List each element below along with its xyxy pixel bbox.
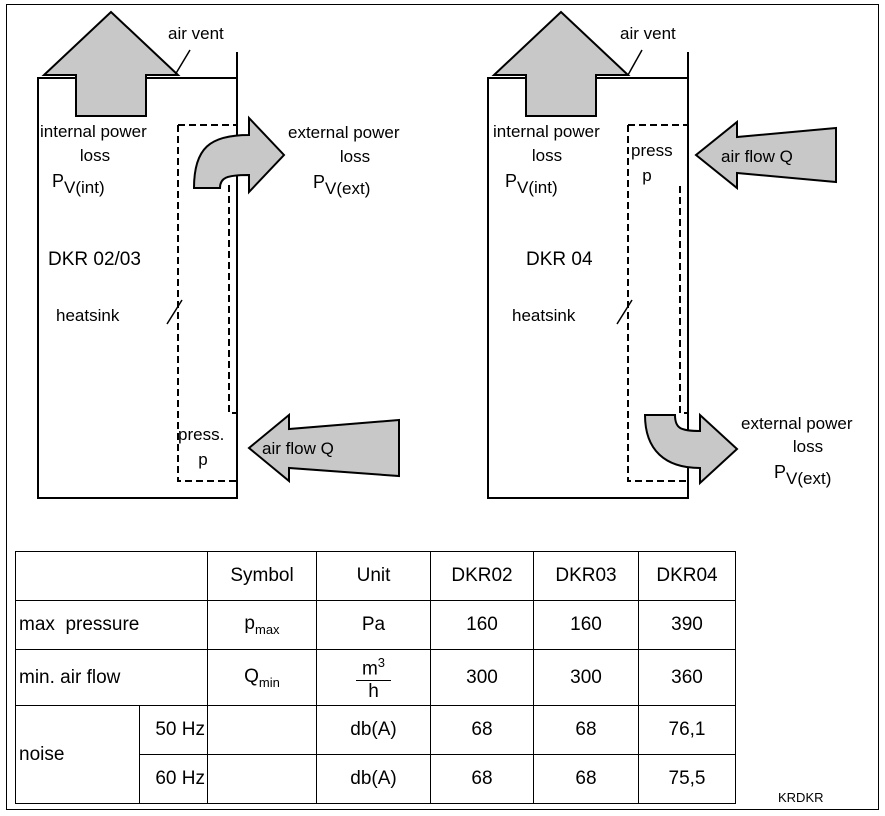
- right-air-vent-label: air vent: [620, 24, 676, 43]
- table-row-noise-50: noise 50 Hz db(A) 68 68 76,1: [15, 705, 736, 804]
- spec-table: Symbol Unit DKR02 DKR03 DKR04 max pressu…: [15, 551, 736, 804]
- right-internal-loss-line1: internal power: [493, 122, 600, 141]
- table-header-cell: [15, 551, 208, 601]
- left-press-line1: press.: [178, 425, 224, 444]
- row-label: noise: [15, 705, 140, 804]
- symbol-main: Q: [244, 665, 259, 687]
- row-label: max pressure: [15, 600, 208, 650]
- left-airflow-arrow: [247, 412, 400, 484]
- symbol-cell: pmax: [207, 600, 317, 650]
- right-heatsink-channel: [627, 124, 688, 482]
- table-row-noise-60: 60 Hz db(A) 68 68 75,5: [16, 754, 736, 804]
- table-header-cell: Symbol: [207, 551, 317, 601]
- right-airflow-label: air flow Q: [721, 147, 793, 166]
- right-internal-loss-symbol: PV(int): [505, 171, 558, 197]
- symbol-sub: min: [258, 674, 280, 690]
- value-cell: 390: [638, 600, 736, 650]
- value-cell: 160: [533, 600, 639, 650]
- right-heatsink-label: heatsink: [512, 306, 576, 325]
- right-cabinet-outline: [487, 52, 689, 499]
- left-heatsink-label: heatsink: [56, 306, 120, 325]
- left-internal-loss-symbol: PV(int): [52, 171, 105, 197]
- figure-frame: [6, 4, 879, 810]
- symbol-cell: [207, 754, 317, 804]
- left-exhaust-arrow: [192, 115, 286, 195]
- value-cell: 68: [533, 754, 639, 804]
- right-vent-arrow: [491, 10, 631, 117]
- value-cell: 160: [430, 600, 534, 650]
- right-internal-loss-sub: V(int): [517, 178, 558, 197]
- left-external-loss-symbol: PV(ext): [313, 172, 370, 198]
- left-heatsink-channel: [177, 124, 237, 482]
- unit-num-sup: 3: [377, 654, 386, 670]
- value-cell: 76,1: [638, 705, 736, 755]
- table-row-max-pressure: max pressure pmax Pa 160 160 390: [15, 600, 736, 650]
- unit-fraction: m3 h: [355, 652, 392, 703]
- unit-denominator: h: [368, 681, 379, 703]
- right-heatsink-leader: [616, 299, 633, 325]
- left-external-loss-p: P: [313, 172, 325, 192]
- left-airflow-label: air flow Q: [262, 439, 334, 458]
- right-external-loss-p: P: [774, 462, 786, 482]
- left-press-line2: p: [198, 450, 207, 469]
- value-cell: 68: [533, 705, 639, 755]
- right-air-vent-leader: [627, 49, 643, 76]
- left-model-label: DKR 02/03: [48, 249, 141, 270]
- symbol-sub: max: [255, 621, 280, 637]
- unit-cell: db(A): [316, 705, 431, 755]
- value-cell: 75,5: [638, 754, 736, 804]
- left-air-vent-leader: [174, 49, 191, 76]
- left-external-loss-line2: loss: [340, 147, 370, 166]
- symbol-cell: Qmin: [207, 649, 317, 706]
- freq-cell: 60 Hz: [139, 754, 208, 804]
- right-airflow-arrow: [694, 119, 837, 191]
- row-label: min. air flow: [15, 649, 208, 706]
- figure-code: KRDKR: [778, 790, 824, 805]
- left-internal-loss-p: P: [52, 171, 64, 191]
- table-header-row: Symbol Unit DKR02 DKR03 DKR04: [15, 551, 736, 601]
- value-cell: 68: [430, 705, 534, 755]
- table-row-min-air-flow: min. air flow Qmin m3 h 300 300 360: [15, 649, 736, 706]
- right-press-line1: press: [631, 141, 673, 160]
- table-header-cell: DKR02: [430, 551, 534, 601]
- left-internal-loss-sub: V(int): [64, 178, 105, 197]
- freq-cell: 50 Hz: [139, 705, 208, 755]
- unit-cell: m3 h: [316, 649, 431, 706]
- table-header-cell: DKR03: [533, 551, 639, 601]
- right-external-loss-line1: external power: [741, 414, 853, 433]
- right-model-label: DKR 04: [526, 249, 593, 270]
- left-vent-arrow: [41, 10, 181, 117]
- right-internal-loss-p: P: [505, 171, 517, 191]
- left-diagram: air vent internal power loss PV(int) ext…: [37, 10, 400, 499]
- symbol-cell: [207, 705, 317, 755]
- value-cell: 300: [533, 649, 639, 706]
- right-exhaust-arrow: [643, 412, 739, 486]
- left-air-vent-label: air vent: [168, 24, 224, 43]
- right-external-loss-line2: loss: [793, 437, 823, 456]
- left-cabinet-outline: [37, 52, 238, 499]
- right-external-loss-symbol: PV(ext): [774, 462, 831, 488]
- table-header-cell: Unit: [316, 551, 431, 601]
- unit-cell: Pa: [316, 600, 431, 650]
- value-cell: 300: [430, 649, 534, 706]
- left-external-loss-sub: V(ext): [325, 179, 370, 198]
- left-internal-loss-line1: internal power: [40, 122, 147, 141]
- unit-num-base: m: [361, 658, 378, 680]
- right-diagram: air vent internal power loss PV(int) pre…: [487, 10, 853, 499]
- symbol-main: p: [244, 613, 255, 635]
- value-cell: 360: [638, 649, 736, 706]
- unit-numerator: m3: [355, 652, 392, 682]
- left-internal-loss-line2: loss: [80, 146, 110, 165]
- table-header-cell: DKR04: [638, 551, 736, 601]
- unit-cell: db(A): [316, 754, 431, 804]
- right-external-loss-sub: V(ext): [786, 469, 831, 488]
- left-external-loss-line1: external power: [288, 123, 400, 142]
- value-cell: 68: [430, 754, 534, 804]
- left-heatsink-leader: [166, 299, 183, 325]
- right-press-line2: p: [642, 166, 651, 185]
- right-internal-loss-line2: loss: [532, 146, 562, 165]
